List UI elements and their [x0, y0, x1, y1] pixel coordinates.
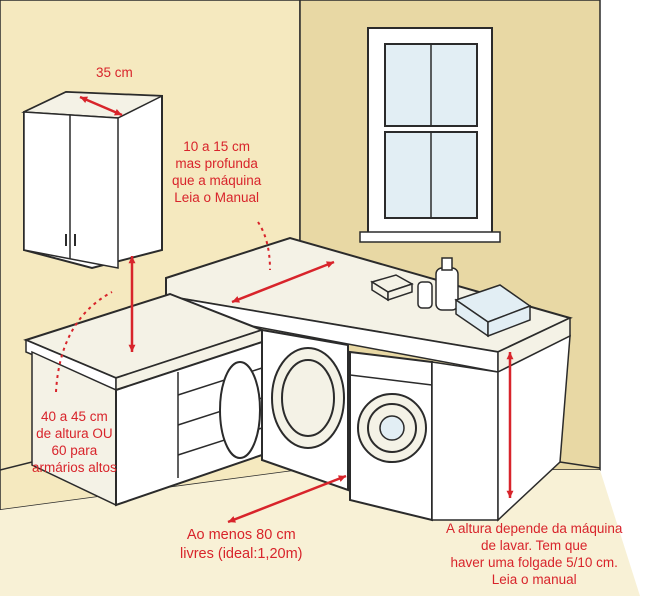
counter-height-label: A altura depende da máquina de lavar. Te… — [446, 521, 623, 587]
arrowhead — [114, 108, 122, 116]
front-load-washer-icon — [349, 350, 433, 522]
right-base-cabinet — [431, 334, 571, 522]
arrowhead — [326, 261, 334, 268]
floor-space-arrow — [227, 474, 347, 524]
arrowhead — [128, 256, 136, 264]
side-washer-icon — [219, 328, 349, 492]
cabinet-depth-label: 35 cm — [96, 65, 133, 80]
cabinet-depth-arrow — [79, 95, 123, 117]
floor-space-label: Ao menos 80 cm livres (ideal:1,20m) — [180, 527, 303, 562]
arrowhead — [506, 352, 514, 360]
arrowhead — [506, 490, 514, 498]
laundry-basket-icon — [454, 284, 532, 338]
arrowhead — [228, 516, 236, 523]
counter-depth-leader — [257, 221, 271, 271]
arrowhead — [80, 96, 88, 104]
soap-box-icon — [370, 274, 414, 302]
counter-depth-arrow — [231, 260, 335, 304]
annotation-arrows — [55, 95, 514, 524]
arrowhead — [128, 344, 136, 352]
arrowhead — [338, 475, 346, 482]
window-icon — [359, 27, 501, 243]
arrowhead — [232, 296, 240, 303]
detergent-bottle-icon — [417, 257, 459, 311]
counter-depth-label: 10 a 15 cm mas profunda que a máquina Le… — [172, 139, 262, 205]
cabinet-height-leader — [55, 291, 113, 393]
cabinet-height-label: 40 a 45 cm de altura OU 60 para armários… — [32, 409, 117, 475]
baseboard-right — [559, 461, 601, 469]
wall-cabinet-icon — [21, 90, 163, 270]
